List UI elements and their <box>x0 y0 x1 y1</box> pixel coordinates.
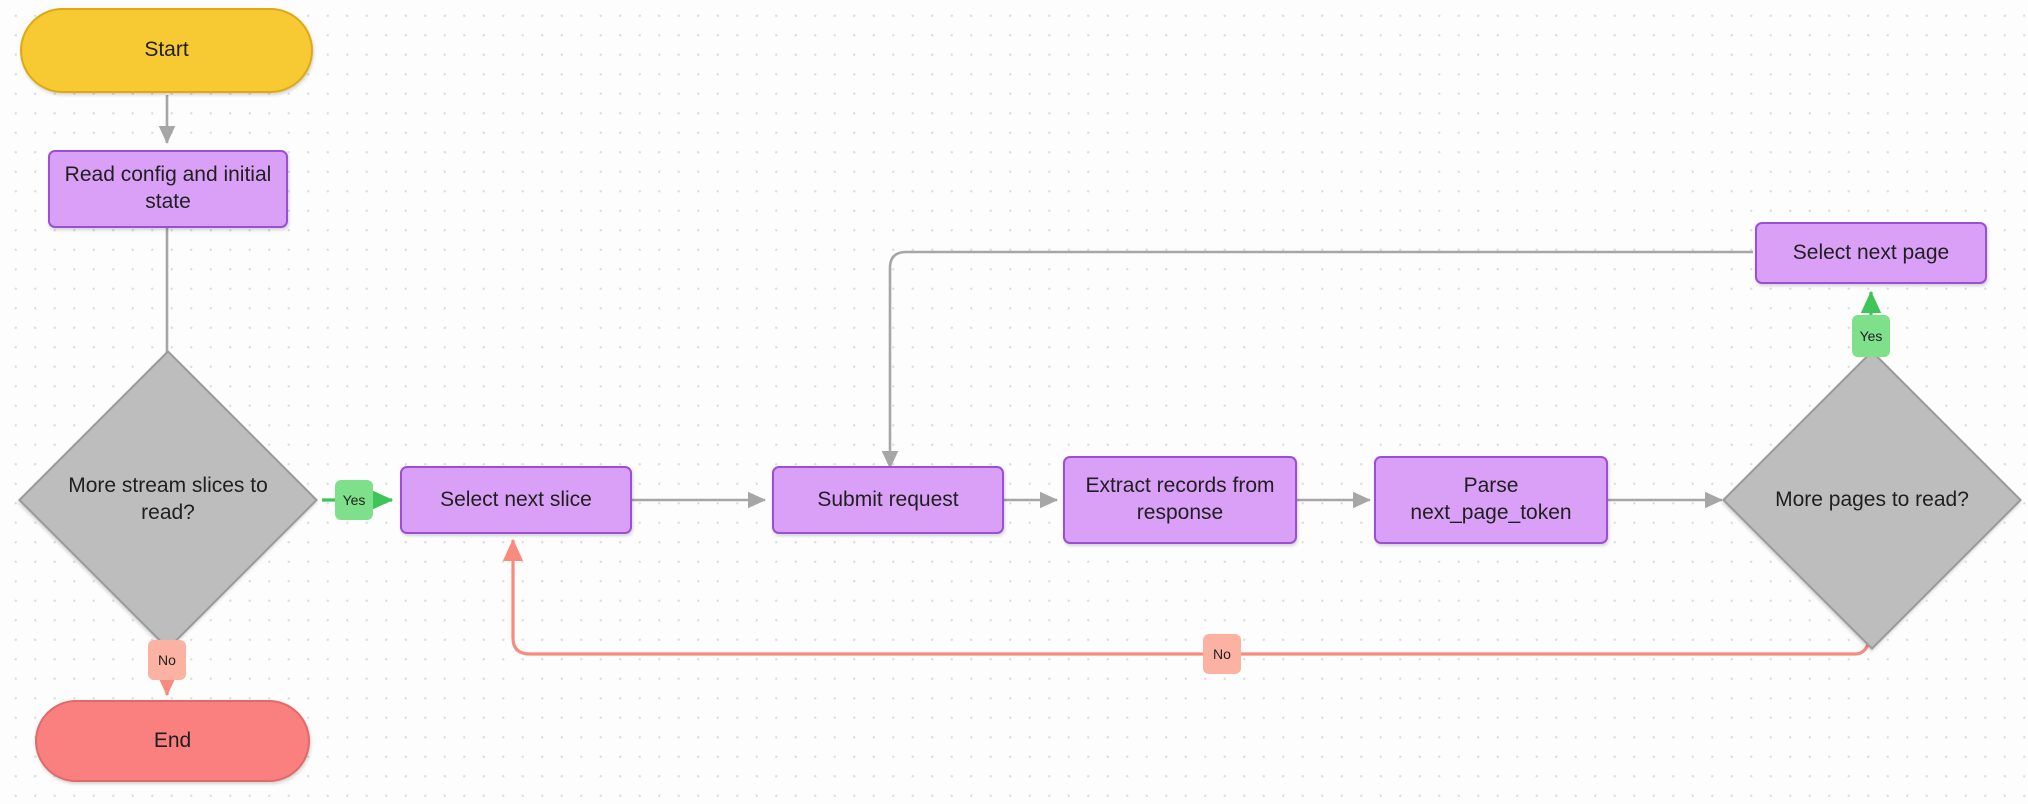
node-end-label: End <box>153 728 192 752</box>
node-more-stream-slices-label: More stream slices to read? <box>68 474 268 524</box>
edge-label-slices-no[interactable]: No <box>148 640 186 680</box>
node-parse-next-page-token[interactable]: Parse next_page_token <box>1374 456 1608 544</box>
edge-label-pages-yes[interactable]: Yes <box>1852 315 1890 357</box>
node-read-config-label: Read config and initial state <box>64 163 272 213</box>
edge-label-pages-yes-text: Yes <box>1859 328 1883 344</box>
node-select-next-slice-label: Select next slice <box>440 487 592 511</box>
node-select-next-page[interactable]: Select next page <box>1755 222 1987 284</box>
node-more-pages-label: More pages to read? <box>1775 487 1969 511</box>
edge-label-pages-no-text: No <box>1213 646 1231 662</box>
edge-label-pages-no[interactable]: No <box>1203 634 1241 674</box>
edge-more-pages-no-to-next-slice <box>502 538 1873 656</box>
node-start-label: Start <box>144 38 189 62</box>
node-extract-records[interactable]: Extract records from response <box>1063 456 1297 544</box>
node-read-config[interactable]: Read config and initial state <box>48 150 288 228</box>
edge-label-slices-yes[interactable]: Yes <box>335 480 373 520</box>
node-select-next-page-label: Select next page <box>1792 240 1950 264</box>
edge-next-page-to-submit <box>881 250 1753 470</box>
edge-label-slices-yes-text: Yes <box>342 492 366 508</box>
node-select-next-slice[interactable]: Select next slice <box>400 466 632 534</box>
node-parse-next-page-token-label: Parse next_page_token <box>1410 474 1572 524</box>
node-end[interactable]: End <box>35 700 310 782</box>
node-submit-request-label: Submit request <box>817 487 959 511</box>
node-extract-records-label: Extract records from response <box>1085 474 1275 524</box>
node-more-stream-slices[interactable]: More stream slices to read? <box>18 350 318 650</box>
node-submit-request[interactable]: Submit request <box>772 466 1004 534</box>
edge-label-slices-no-text: No <box>158 652 176 668</box>
node-more-pages[interactable]: More pages to read? <box>1722 350 2022 650</box>
node-start[interactable]: Start <box>20 8 313 93</box>
